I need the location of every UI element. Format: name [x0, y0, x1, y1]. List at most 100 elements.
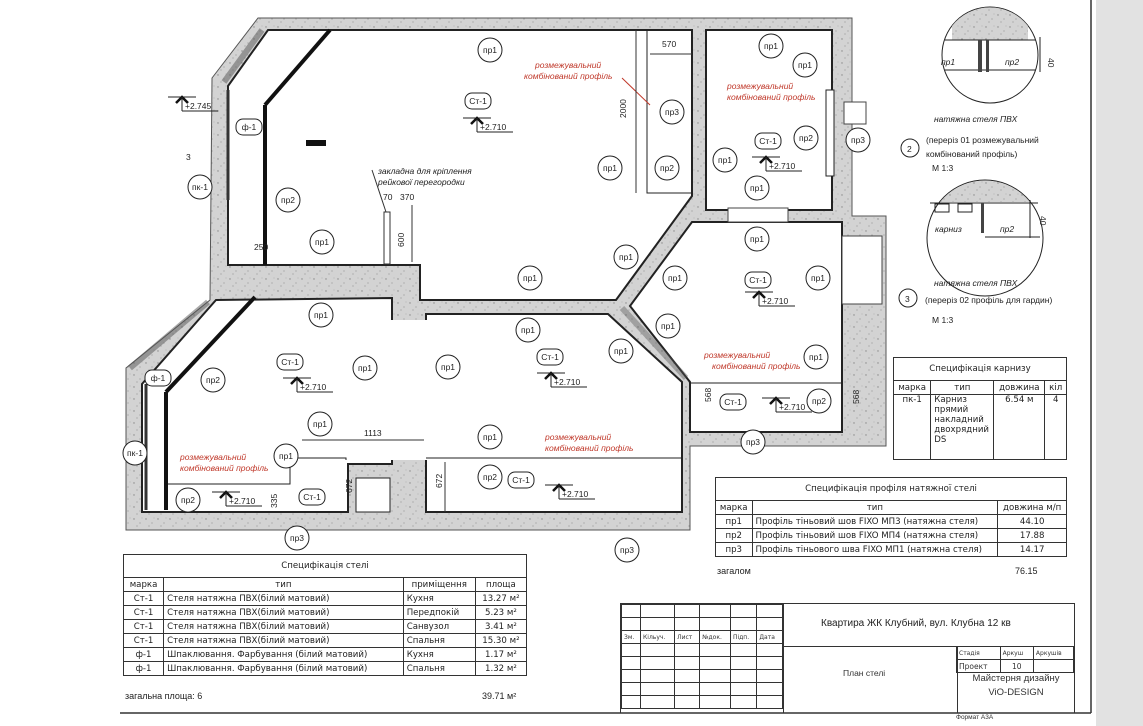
dimension-label: 568: [851, 390, 861, 404]
tag-label: Ст-1: [724, 397, 742, 407]
detail3-scale: М 1:3: [932, 315, 954, 325]
profile-marker: пр3: [740, 429, 766, 455]
dimension-label: 1113: [364, 428, 382, 438]
profile-marker: пр1: [712, 147, 738, 173]
cell: Кухня: [402, 591, 476, 606]
bath-box: [825, 89, 835, 177]
ceiling-type-tag: ф-1: [235, 118, 263, 136]
cornice-spec-table: Специфікація карнизу марка тип довжина к…: [892, 357, 1067, 460]
leader-line: [371, 169, 387, 213]
marker-label: пр1: [661, 321, 675, 331]
elevation-value: +2.710: [762, 296, 789, 306]
elevation-value: +2.710: [554, 377, 581, 387]
detail2-scale: М 1:3: [932, 163, 954, 173]
marker-label: пр2: [799, 133, 813, 143]
detail3-label-a: карниз: [935, 224, 962, 234]
elevation-value: +2.710: [229, 496, 256, 506]
elevation-mark: +2.710: [537, 371, 587, 388]
cell: Профіль тіньовий шов FIXO МП4 (натяжна с…: [751, 528, 999, 543]
marker-label: пр2: [181, 495, 195, 505]
marker-label: пр3: [665, 107, 679, 117]
profile-marker: пр1: [597, 155, 623, 181]
col-header: марка: [892, 380, 932, 395]
elevation-value: +2.710: [779, 402, 806, 412]
profile-marker: пр1: [517, 265, 543, 291]
studio-line2: ViO-DESIGN: [988, 687, 1044, 698]
profile-marker: пр1: [477, 37, 503, 63]
marker-label: пр1: [614, 346, 628, 356]
profile-marker: пр1: [662, 265, 688, 291]
col-header: довжина м/п: [997, 500, 1067, 515]
sheet-header: Аркуш: [999, 646, 1034, 660]
ceiling-type-tag: Ст-1: [298, 488, 326, 506]
tag-label: Ст-1: [541, 352, 559, 362]
marker-label: пр3: [851, 135, 865, 145]
cell: 44.10: [997, 514, 1067, 529]
marker-label: пр3: [620, 545, 634, 555]
profile-marker: пр1: [308, 302, 334, 328]
studio-line1: Майстерня дизайну: [972, 673, 1060, 684]
cell: 14.17: [997, 542, 1067, 557]
svg-text:розмежувальний: розмежувальний: [544, 432, 611, 442]
room-kitchen: [227, 29, 693, 301]
profile-marker: пр1: [515, 317, 541, 343]
elevation-value: +2.745: [185, 101, 212, 111]
cell: пр1: [715, 514, 753, 529]
cell: Профіль тіньового шва FIXO МП1 (натяжна …: [751, 542, 999, 557]
revision-grid: Зм. Кільуч. Лист №док. Підп. Дата: [620, 604, 783, 709]
detail2-title: (переріз 01 розмежувальний: [926, 135, 1039, 145]
col-header: тип: [163, 577, 404, 592]
ceiling-type-tag: Ст-1: [719, 393, 747, 411]
profile-marker: пр2: [654, 155, 680, 181]
marker-label: пк-1: [192, 182, 208, 192]
window: [128, 299, 210, 371]
marker-label: пр2: [812, 396, 826, 406]
marker-label: пр3: [290, 533, 304, 543]
marker-label: пр1: [764, 41, 778, 51]
detail2-ceiling: натяжна стеля ПВХ: [934, 114, 1018, 124]
cell: 15.30 м²: [474, 633, 528, 648]
marker-label: пр1: [358, 363, 372, 373]
living-false-wall: [164, 295, 257, 394]
profile-marker: пр1: [758, 33, 784, 59]
cell: 17.88: [997, 528, 1067, 543]
profile-marker: пр2: [200, 367, 226, 393]
marker-label: пр1: [668, 273, 682, 283]
profile-marker: пр1: [803, 344, 829, 370]
elevation-mark: +2.710: [752, 155, 802, 172]
elevation-value: +2.710: [480, 122, 507, 132]
cell: пр3: [715, 542, 753, 557]
table-row: пк-1 Карниз прямий накладний двохрядний …: [892, 394, 1067, 460]
profile-marker: пк-1: [122, 440, 148, 466]
detail2-title: комбінований профіль): [926, 149, 1017, 159]
marker-label: пр1: [441, 362, 455, 372]
rev-col: №док.: [699, 630, 731, 644]
cell: Передпокій: [402, 605, 476, 620]
svg-text:комбінований профіль: комбінований профіль: [545, 443, 634, 453]
ceiling-type-tag: Ст-1: [754, 132, 782, 150]
cell: Стеля натяжна ПВХ(білий матовий): [163, 633, 404, 648]
cell: 4: [1044, 394, 1067, 460]
cell: Спальня: [402, 633, 476, 648]
col-header: тип: [930, 380, 995, 395]
profile-marker: пр3: [284, 525, 310, 551]
detail2-label-a: пр1: [941, 57, 955, 67]
detail3-dim: 40: [1038, 216, 1048, 226]
rev-col: Лист: [674, 630, 701, 644]
sheets-header: Аркушів: [1032, 646, 1075, 660]
profile-marker: пр2: [175, 487, 201, 513]
profile-marker: пр1: [744, 226, 770, 252]
marker-label: пр2: [281, 195, 295, 205]
cell: Карниз прямий накладний двохрядний DS: [930, 394, 995, 460]
marker-label: пр1: [619, 252, 633, 262]
col-header: довжина: [993, 380, 1046, 395]
marker-label: пр2: [483, 472, 497, 482]
